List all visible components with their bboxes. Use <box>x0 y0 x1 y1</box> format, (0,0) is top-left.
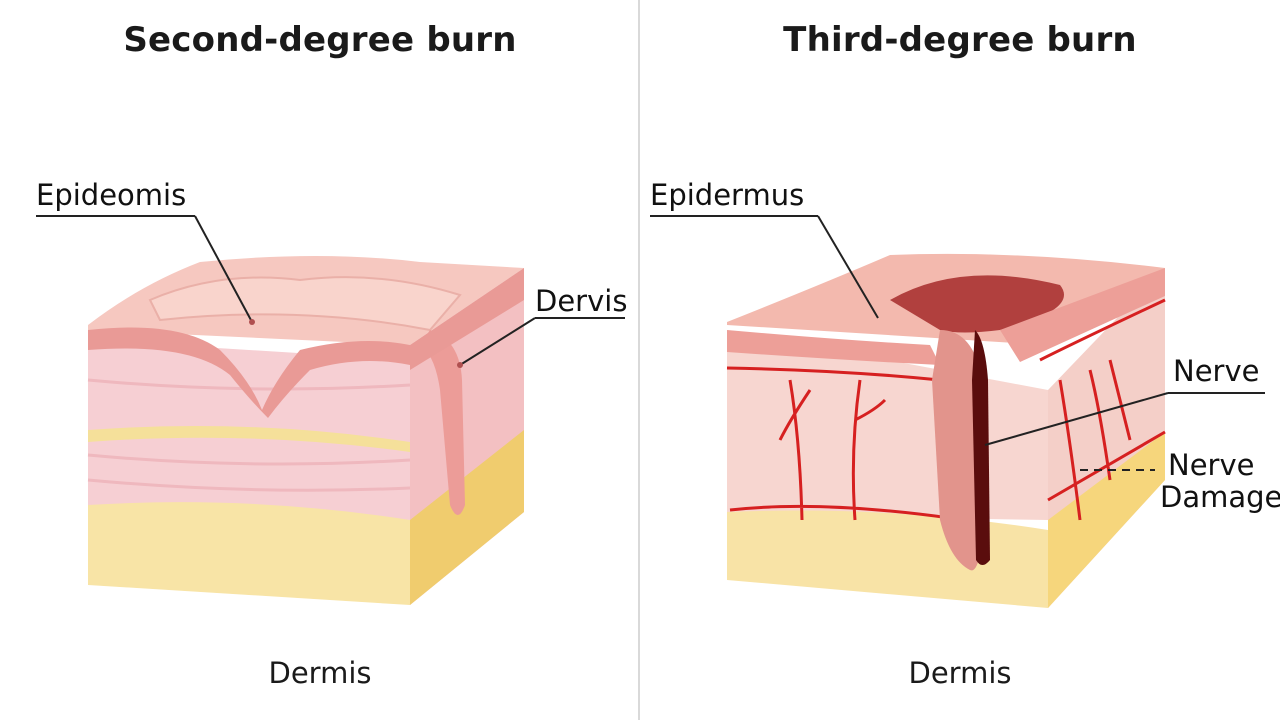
nerve-label: Nerve <box>1173 354 1260 388</box>
second-degree-panel: Second-degree burn Epideomis Dervis Derm… <box>36 20 628 690</box>
epidermis-band <box>727 330 940 365</box>
third-degree-title: Third-degree burn <box>783 20 1137 60</box>
skin-block-fat <box>88 502 410 605</box>
dermis-yellow-band <box>88 426 410 452</box>
second-degree-skin-illustration <box>36 215 625 605</box>
epidermis-leader-line-diagonal <box>817 215 879 319</box>
epidermis-label: Epidermus <box>650 178 805 212</box>
skin-block-side-fat <box>410 430 524 605</box>
nerve-damage-label-line1: Nerve <box>1168 448 1255 482</box>
dermis-bottom-label: Dermis <box>268 656 372 690</box>
epidermis-label: Epideomis <box>36 178 187 212</box>
third-degree-panel: Third-degree burn Epidermus Nerve Nerve … <box>640 0 1280 720</box>
epidermis-leader-line-diagonal <box>194 215 253 323</box>
burn-crater-dark <box>972 330 990 565</box>
nerve-leader-line-diagonal <box>984 392 1169 446</box>
skin-block-fat <box>727 510 1048 608</box>
burn-crater-cut <box>932 330 985 571</box>
nerve-fibers-front <box>726 366 951 521</box>
third-degree-skin-illustration <box>650 215 1265 608</box>
nerve-damage-label-line2: Damage, <box>1160 480 1280 514</box>
blister-surface <box>148 276 462 332</box>
dermis-leader-dot <box>457 362 463 368</box>
dermis-bottom-label: Dermis <box>908 656 1012 690</box>
skin-block-side-fat <box>1048 432 1165 608</box>
burn-crater-top <box>890 275 1064 333</box>
nerve-fibers-side <box>1039 298 1166 521</box>
epidermis-leader-dot <box>249 319 255 325</box>
dermis-side-label: Dervis <box>535 284 628 318</box>
second-degree-title: Second-degree burn <box>123 20 517 60</box>
blister-drip <box>420 330 465 515</box>
side-epidermis <box>410 268 524 370</box>
dermis-leader-line-diagonal <box>459 317 536 366</box>
panel-divider <box>638 0 640 720</box>
side-epidermis <box>1000 268 1165 362</box>
epidermis-band <box>88 327 410 418</box>
